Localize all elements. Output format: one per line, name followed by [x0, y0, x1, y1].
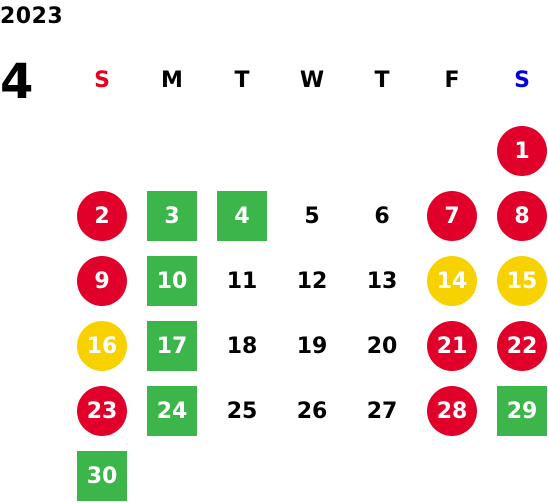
day-cell[interactable]: 23 — [77, 386, 127, 436]
day-cell[interactable]: 17 — [147, 321, 197, 371]
day-cell[interactable]: 12 — [296, 268, 328, 294]
day-cell[interactable]: 11 — [226, 268, 258, 294]
day-cell[interactable]: 25 — [226, 398, 258, 424]
day-cell[interactable]: 29 — [497, 386, 547, 436]
day-cell[interactable]: 18 — [226, 333, 258, 359]
year-label: 2023 — [0, 4, 64, 29]
day-cell[interactable]: 15 — [497, 256, 547, 306]
day-cell[interactable]: 9 — [77, 256, 127, 306]
day-cell[interactable]: 7 — [427, 191, 477, 241]
day-cell[interactable]: 26 — [296, 398, 328, 424]
day-cell[interactable]: 16 — [77, 321, 127, 371]
day-cell[interactable]: 13 — [366, 268, 398, 294]
weekday-label: F — [444, 68, 460, 93]
day-cell[interactable]: 24 — [147, 386, 197, 436]
month-number: 4 — [0, 54, 34, 110]
day-cell[interactable]: 8 — [497, 191, 547, 241]
weekday-label: T — [234, 68, 250, 93]
day-cell[interactable]: 5 — [304, 203, 320, 229]
day-cell[interactable]: 4 — [217, 191, 267, 241]
day-cell[interactable]: 10 — [147, 256, 197, 306]
day-cell[interactable]: 22 — [497, 321, 547, 371]
day-cell[interactable]: 20 — [366, 333, 398, 359]
weekday-label: S — [514, 68, 530, 93]
day-cell[interactable]: 6 — [374, 203, 390, 229]
day-cell[interactable]: 14 — [427, 256, 477, 306]
day-cell[interactable]: 1 — [497, 126, 547, 176]
weekday-label: M — [161, 68, 183, 93]
day-cell[interactable]: 21 — [427, 321, 477, 371]
day-cell[interactable]: 27 — [366, 398, 398, 424]
day-cell[interactable]: 2 — [77, 191, 127, 241]
day-cell[interactable]: 3 — [147, 191, 197, 241]
weekday-label: W — [299, 68, 325, 93]
day-cell[interactable]: 19 — [296, 333, 328, 359]
weekday-label: T — [374, 68, 390, 93]
day-cell[interactable]: 28 — [427, 386, 477, 436]
day-cell[interactable]: 30 — [77, 451, 127, 501]
weekday-label: S — [94, 68, 110, 93]
